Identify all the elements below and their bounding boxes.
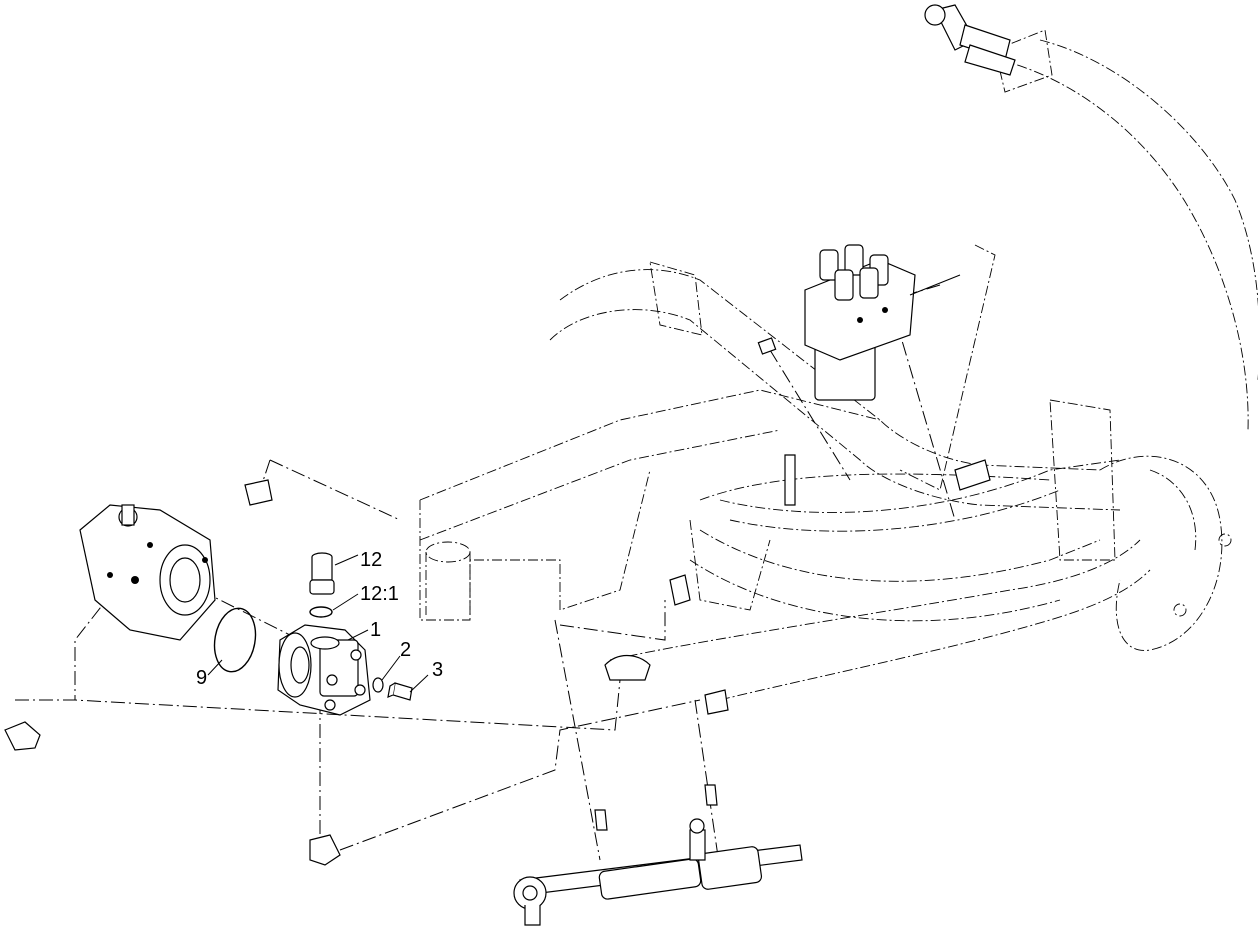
o-ring-9 [213, 607, 257, 673]
fittings [4, 454, 991, 866]
washer-2 [372, 677, 384, 693]
fitting-12 [309, 552, 335, 595]
callout-9: 9 [196, 667, 207, 689]
bolt-3 [387, 682, 413, 701]
valve-assembly [757, 244, 961, 401]
o-ring-12-1 [309, 606, 333, 618]
upper-fittings [924, 4, 1016, 76]
hoses-ghost [609, 459, 1151, 701]
gear-pump-1 [277, 624, 371, 716]
hydraulic-pump [79, 504, 216, 641]
leader-lines [207, 554, 429, 693]
steering-cylinder [513, 784, 803, 926]
callout-3: 3 [432, 659, 443, 681]
callout-1: 1 [370, 619, 381, 641]
callout-2: 2 [400, 639, 411, 661]
callout-12: 12 [360, 549, 382, 571]
frame-ghost [419, 29, 1258, 651]
callout-12-1: 12:1 [360, 583, 399, 605]
